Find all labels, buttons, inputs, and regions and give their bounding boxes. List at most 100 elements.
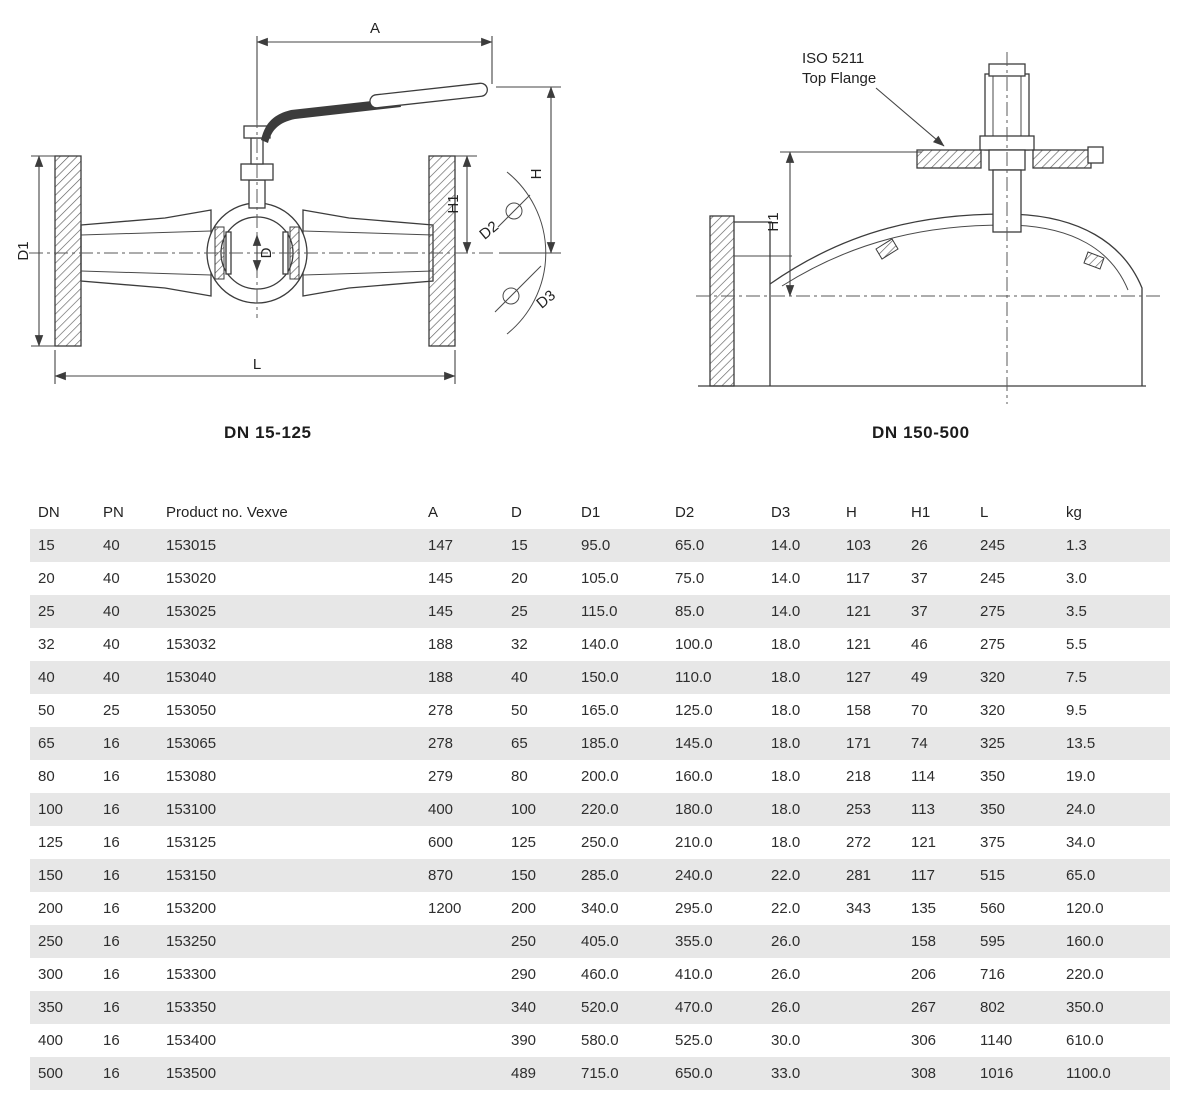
table-cell bbox=[838, 1024, 903, 1057]
drawing-caption-dn15-125: DN 15-125 bbox=[224, 423, 312, 442]
table-cell: 489 bbox=[511, 1065, 537, 1082]
table-cell: 400 bbox=[38, 1032, 64, 1049]
table-cell: 121 bbox=[846, 603, 872, 620]
table-cell: 188 bbox=[428, 636, 454, 653]
table-cell: 100 bbox=[511, 801, 537, 818]
table-cell: 150 bbox=[511, 867, 537, 884]
table-cell: 245 bbox=[980, 537, 1006, 554]
table-cell: 117 bbox=[911, 867, 935, 884]
table-cell: 153300 bbox=[166, 966, 217, 983]
table-cell: 80 bbox=[38, 768, 55, 785]
table-cell: 22.0 bbox=[771, 867, 801, 884]
table-cell: 325 bbox=[980, 735, 1006, 752]
lever-handle bbox=[261, 82, 488, 143]
table-cell: 18.0 bbox=[771, 735, 801, 752]
table-cell: 340.0 bbox=[581, 900, 619, 917]
table-cell: 153250 bbox=[166, 933, 217, 950]
table-cell: 114 bbox=[911, 768, 935, 785]
table-cell: 153065 bbox=[166, 735, 217, 752]
table-cell: 595 bbox=[980, 933, 1006, 950]
table-cell: 275 bbox=[980, 603, 1006, 620]
table-cell: 253 bbox=[846, 801, 872, 818]
table-cell: 250.0 bbox=[581, 834, 619, 851]
table-cell: 95.0 bbox=[581, 537, 611, 554]
table-cell: 14.0 bbox=[771, 603, 801, 620]
table-cell: 147 bbox=[428, 537, 454, 554]
dimension-d: D bbox=[252, 234, 275, 272]
table-cell: 7.5 bbox=[1066, 669, 1087, 686]
table-cell: 103 bbox=[846, 537, 872, 554]
table-cell: 50 bbox=[38, 702, 55, 719]
table-cell: 32 bbox=[511, 636, 528, 653]
table-cell: 15 bbox=[511, 537, 528, 554]
table-cell: 25 bbox=[38, 603, 55, 620]
dim-label-l: L bbox=[253, 356, 261, 373]
table-cell: 14.0 bbox=[771, 537, 801, 554]
table-cell: 37 bbox=[911, 603, 928, 620]
table-cell: 140.0 bbox=[581, 636, 619, 653]
table-cell: 40 bbox=[103, 603, 120, 620]
table-cell bbox=[838, 925, 903, 958]
table-cell bbox=[420, 1024, 503, 1057]
valve-drawing-dn15-125: A H H1 D1 bbox=[15, 20, 561, 384]
table-cell: 65 bbox=[511, 735, 528, 752]
table-cell: 40 bbox=[103, 636, 120, 653]
table-cell: 245 bbox=[980, 570, 1006, 587]
column-header: Product no. Vexve bbox=[166, 504, 288, 521]
table-cell: 158 bbox=[846, 702, 872, 719]
dimension-a: A bbox=[256, 20, 493, 120]
table-cell: 200 bbox=[511, 900, 537, 917]
table-cell: 65.0 bbox=[675, 537, 705, 554]
top-flange-and-stem bbox=[916, 63, 1104, 233]
table-cell: 1100.0 bbox=[1066, 1065, 1111, 1082]
table-cell: 16 bbox=[103, 999, 120, 1016]
table-cell: 560 bbox=[980, 900, 1006, 917]
table-cell: 18.0 bbox=[771, 768, 801, 785]
table-cell: 218 bbox=[846, 768, 872, 785]
table-cell: 16 bbox=[103, 834, 120, 851]
table-cell: 34.0 bbox=[1066, 834, 1096, 851]
table-cell: 16 bbox=[103, 1032, 120, 1049]
table-cell: 25 bbox=[511, 603, 528, 620]
table-cell: 171 bbox=[846, 735, 872, 752]
table-cell: 117 bbox=[846, 570, 870, 587]
dim-label-a: A bbox=[370, 20, 380, 37]
table-cell: 405.0 bbox=[581, 933, 619, 950]
table-cell: 40 bbox=[103, 537, 120, 554]
dimension-l: L bbox=[54, 350, 456, 384]
table-cell: 160.0 bbox=[675, 768, 713, 785]
table-cell bbox=[420, 958, 503, 991]
table-cell: 100.0 bbox=[675, 636, 713, 653]
table-cell bbox=[420, 991, 503, 1024]
table-cell: 279 bbox=[428, 768, 454, 785]
table-cell: 145.0 bbox=[675, 735, 713, 752]
table-cell: 16 bbox=[103, 768, 120, 785]
table-cell: 343 bbox=[846, 900, 872, 917]
table-cell: 153500 bbox=[166, 1065, 217, 1082]
table-cell: 306 bbox=[911, 1032, 937, 1049]
table-cell: 18.0 bbox=[771, 669, 801, 686]
table-cell: 716 bbox=[980, 966, 1006, 983]
table-cell: 460.0 bbox=[581, 966, 619, 983]
table-cell: 65 bbox=[38, 735, 55, 752]
column-header: D bbox=[511, 504, 522, 521]
table-cell: 153050 bbox=[166, 702, 217, 719]
table-cell: 1.3 bbox=[1066, 537, 1087, 554]
dimension-h1: H1 bbox=[765, 151, 922, 297]
table-cell: 715.0 bbox=[581, 1065, 619, 1082]
iso5211-annotation: ISO 5211 Top Flange bbox=[802, 50, 945, 147]
column-header: D1 bbox=[581, 504, 601, 521]
dim-label-d3: D3 bbox=[533, 287, 559, 312]
